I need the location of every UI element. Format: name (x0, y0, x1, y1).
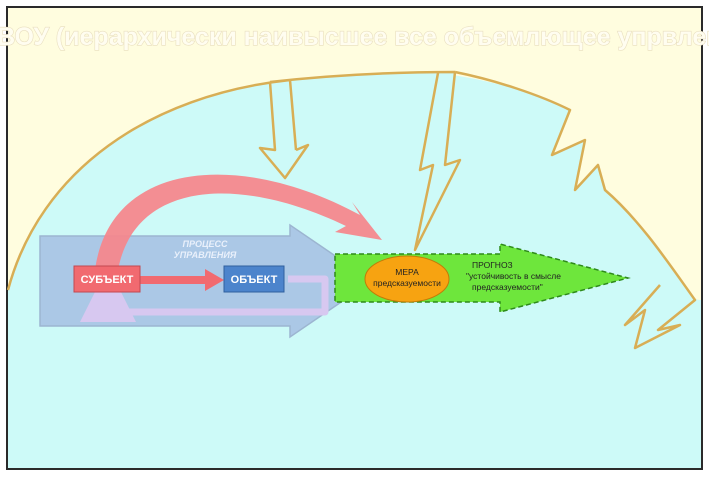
object-label: ОБЪЕКТ (231, 274, 278, 286)
process-label-line-2: УПРАВЛЕНИЯ (174, 250, 237, 260)
measure-ellipse (364, 255, 450, 303)
dome-edge (6, 70, 697, 350)
subject-box (73, 265, 141, 293)
subject-object-arrow (140, 269, 224, 291)
forecast-label-line-2: "устойчивость в смысле (466, 271, 561, 281)
forecast-label-line-3: предсказуемости" (472, 282, 543, 292)
process-label-line-1: ПРОЦЕСС (182, 239, 228, 249)
page-title: ИНВОУ (иерархически наивысшее все объемл… (0, 23, 709, 51)
subject-curve-arrow (95, 174, 382, 270)
measure-label-line-1: МЕРА (395, 267, 419, 277)
measure-label-line-2: предсказуемости (373, 278, 441, 288)
subject-label: СУБЪЕКТ (81, 274, 134, 286)
forecast-label-line-1: ПРОГНОЗ (472, 260, 513, 270)
object-box (223, 265, 285, 293)
feedback-arrow (80, 266, 329, 322)
